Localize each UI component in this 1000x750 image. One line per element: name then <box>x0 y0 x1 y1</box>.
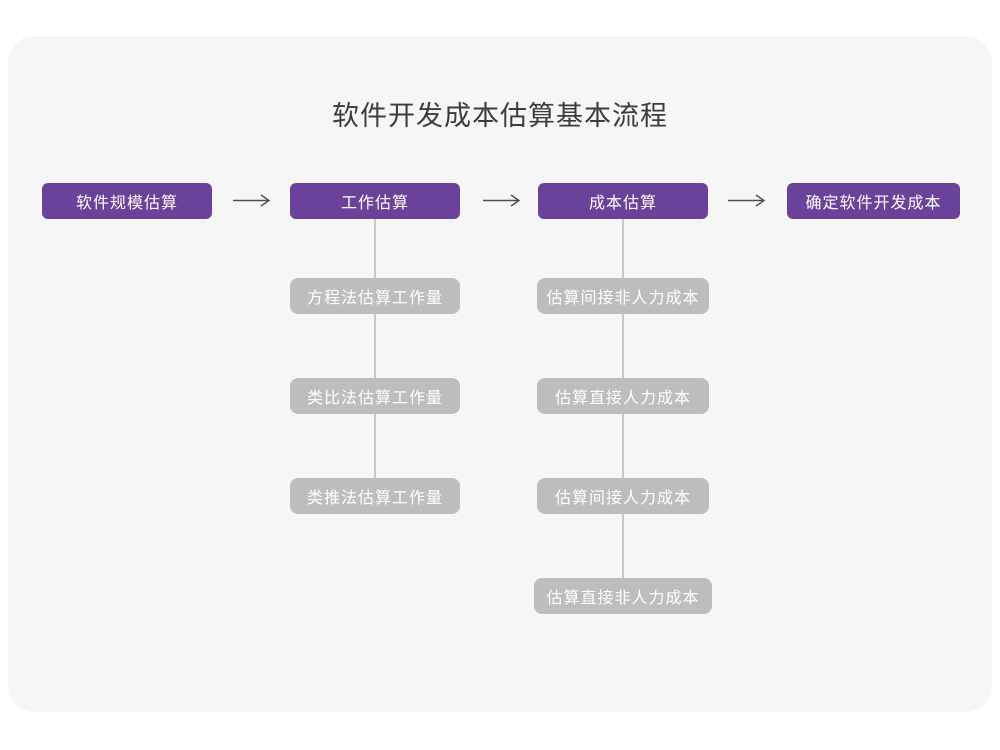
sub-node-indirect-labor-cost: 估算间接人力成本 <box>537 478 709 514</box>
sub-node-equation-method-workload: 方程法估算工作量 <box>290 278 460 314</box>
connector-line-work-estimation <box>374 219 376 496</box>
right-arrow-icon <box>482 193 522 208</box>
flow-node-determine-development-cost: 确定软件开发成本 <box>787 183 960 219</box>
diagram-title: 软件开发成本估算基本流程 <box>332 101 668 131</box>
sub-node-analogy-method-workload: 类比法估算工作量 <box>290 378 460 414</box>
sub-node-extrapolation-method-workload: 类推法估算工作量 <box>290 478 460 514</box>
background-card <box>8 36 992 712</box>
sub-node-direct-nonlabor-cost: 估算直接非人力成本 <box>534 578 712 614</box>
right-arrow-icon <box>727 193 767 208</box>
sub-node-direct-labor-cost: 估算直接人力成本 <box>537 378 709 414</box>
flow-node-work-estimation: 工作估算 <box>290 183 460 219</box>
sub-node-indirect-nonlabor-cost: 估算间接非人力成本 <box>537 278 709 314</box>
flow-node-cost-estimation: 成本估算 <box>538 183 708 219</box>
flow-node-software-scale-estimation: 软件规模估算 <box>42 183 212 219</box>
right-arrow-icon <box>232 193 272 208</box>
